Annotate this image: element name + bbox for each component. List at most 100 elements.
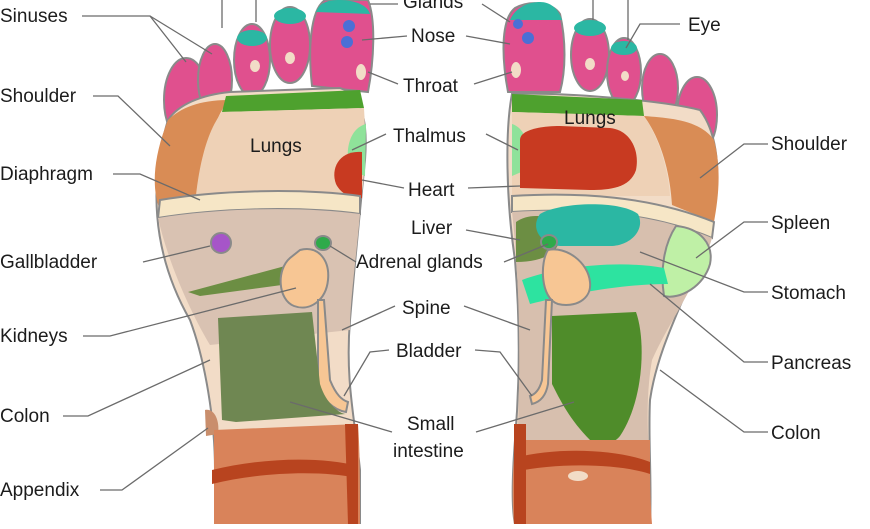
left-appendix xyxy=(205,409,219,436)
label-eye: Eye xyxy=(688,15,721,36)
leader-sinuses-2 xyxy=(149,15,213,55)
label-heart: Heart xyxy=(408,180,455,201)
right-sinus-dot-1 xyxy=(513,19,523,29)
leader-colon-right xyxy=(659,369,768,433)
left-lungs-zone xyxy=(196,108,366,195)
right-toe-2-spot xyxy=(585,58,595,70)
label-adrenal-glands: Adrenal glands xyxy=(356,252,483,273)
right-ureter xyxy=(528,299,554,406)
left-liver-wedge xyxy=(188,262,304,296)
leader-glands-right xyxy=(481,3,511,23)
leader-nose-left xyxy=(361,35,408,41)
label-lungs-right: Lungs xyxy=(564,108,616,129)
leader-thalmus-right xyxy=(485,133,519,151)
leader-eye xyxy=(625,23,680,49)
leader-adrenal-left xyxy=(329,245,357,263)
leader-spine-right xyxy=(463,305,531,331)
label-colon-right: Colon xyxy=(771,423,821,444)
leader-spine-left xyxy=(341,305,396,331)
leader-nose-right xyxy=(465,35,511,45)
leader-throat-left xyxy=(367,71,399,85)
right-heel-spot xyxy=(568,471,588,481)
right-small-intestine xyxy=(552,312,642,445)
right-stomach xyxy=(536,204,641,246)
label-sinuses: Sinuses xyxy=(0,6,68,27)
label-bladder: Bladder xyxy=(396,341,462,362)
label-glands: Glands xyxy=(403,0,463,13)
left-toe-spot-2 xyxy=(285,52,295,64)
leader-bladder-right xyxy=(474,349,533,397)
label-pancreas: Pancreas xyxy=(771,353,851,374)
right-heel-band xyxy=(514,450,650,474)
leader-thalmus-left xyxy=(351,133,387,151)
leader-gallbladder xyxy=(142,245,211,263)
right-shoulder-zone xyxy=(644,116,719,222)
left-heel-vertical-band xyxy=(345,424,358,524)
left-throat-spot xyxy=(356,64,366,80)
right-heel-vertical-band xyxy=(514,424,526,524)
right-spleen xyxy=(661,224,712,298)
leader-throat-right xyxy=(473,71,513,85)
right-adrenal-gland xyxy=(540,234,558,250)
right-throat-spot xyxy=(511,62,521,78)
right-neck-band xyxy=(512,94,644,116)
right-sinus-dot-2 xyxy=(522,32,534,44)
label-shoulder-right: Shoulder xyxy=(771,134,848,155)
label-spine: Spine xyxy=(402,298,451,319)
leader-lines xyxy=(63,0,768,491)
leader-shoulder-right xyxy=(699,143,768,179)
leader-heart-left xyxy=(361,179,405,189)
right-heart-zone xyxy=(520,126,637,190)
left-gallbladder-dot xyxy=(210,232,232,254)
leader-sinuses xyxy=(82,15,187,63)
label-thalmus: Thalmus xyxy=(393,126,466,147)
label-small-intestine-2: intestine xyxy=(393,441,464,462)
label-shoulder-left: Shoulder xyxy=(0,86,77,107)
label-gallbladder: Gallbladder xyxy=(0,252,98,273)
left-heart-zone xyxy=(334,151,362,199)
label-colon-left: Colon xyxy=(0,406,50,427)
leader-appendix xyxy=(100,427,209,491)
leader-kidneys xyxy=(83,287,297,337)
leader-liver xyxy=(465,229,521,241)
left-toe-spot-1 xyxy=(250,60,260,72)
label-spleen: Spleen xyxy=(771,213,830,234)
label-kidneys: Kidneys xyxy=(0,326,68,347)
leader-pancreas xyxy=(649,283,768,363)
label-throat: Throat xyxy=(403,76,459,97)
left-small-intestine xyxy=(218,312,346,422)
left-sinus-dot-2 xyxy=(341,36,353,48)
label-nose: Nose xyxy=(411,26,455,47)
leader-bladder-left xyxy=(343,349,390,397)
right-kidney xyxy=(541,248,592,306)
left-shoulder-zone xyxy=(154,100,228,210)
label-small-intestine-1: Small xyxy=(407,414,455,435)
leader-shoulder-left xyxy=(93,95,171,147)
left-kidney xyxy=(279,248,330,309)
label-liver: Liver xyxy=(411,218,453,239)
leader-stomach xyxy=(639,251,768,293)
label-appendix: Appendix xyxy=(0,480,80,501)
right-toe-3-tip xyxy=(611,41,637,55)
left-sinus-dot-1 xyxy=(343,20,355,32)
left-heel xyxy=(214,424,360,524)
right-toe-3-spot xyxy=(621,71,629,81)
left-adrenal-gland xyxy=(314,235,332,251)
labels: Sinuses Shoulder Diaphragm Gallbladder K… xyxy=(0,0,851,501)
left-big-toe-tip xyxy=(316,0,370,14)
left-neck-band xyxy=(222,90,364,112)
leader-spleen xyxy=(695,221,768,259)
right-foot xyxy=(502,2,719,525)
left-toe-3-tip xyxy=(237,30,267,46)
leader-small-intestine-left xyxy=(289,401,393,433)
label-diaphragm: Diaphragm xyxy=(0,164,93,185)
leader-adrenal-right xyxy=(503,243,549,263)
left-heel-band xyxy=(212,459,358,484)
label-stomach: Stomach xyxy=(771,283,846,304)
leader-colon-left xyxy=(63,359,211,417)
left-foot xyxy=(154,0,375,525)
leader-small-intestine-right xyxy=(475,401,575,433)
left-toe-2-tip xyxy=(274,8,306,24)
